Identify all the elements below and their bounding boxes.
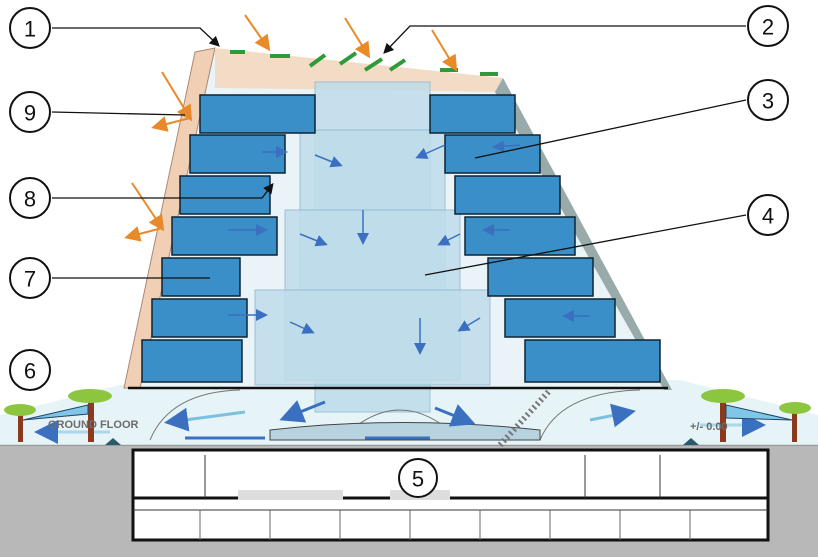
svg-text:7: 7: [24, 267, 36, 292]
callout-5: 5: [398, 458, 438, 498]
callout-2: 2: [747, 5, 789, 47]
ground-floor-label: GROUND FLOOR: [48, 419, 138, 431]
svg-text:5: 5: [412, 467, 424, 492]
callout-8: 8: [9, 177, 51, 219]
callout-3: 3: [747, 79, 789, 121]
svg-text:6: 6: [24, 359, 36, 384]
svg-text:2: 2: [762, 15, 774, 40]
svg-text:3: 3: [762, 89, 774, 114]
level-label: +/- 0.00: [690, 421, 728, 433]
airflow-arrows: [34, 140, 766, 444]
callout-9: 9: [9, 91, 51, 133]
leader-lines: [51, 25, 747, 279]
svg-text:9: 9: [24, 101, 36, 126]
callout-1: 1: [9, 7, 51, 49]
sun-rays: [124, 14, 458, 242]
svg-text:4: 4: [762, 204, 774, 229]
svg-text:1: 1: [24, 17, 36, 42]
callout-7: 7: [9, 257, 51, 299]
svg-text:8: 8: [24, 187, 36, 212]
building: [123, 47, 672, 448]
trees: [4, 389, 811, 445]
callout-6: 6: [9, 349, 51, 391]
callout-4: 4: [747, 194, 789, 236]
